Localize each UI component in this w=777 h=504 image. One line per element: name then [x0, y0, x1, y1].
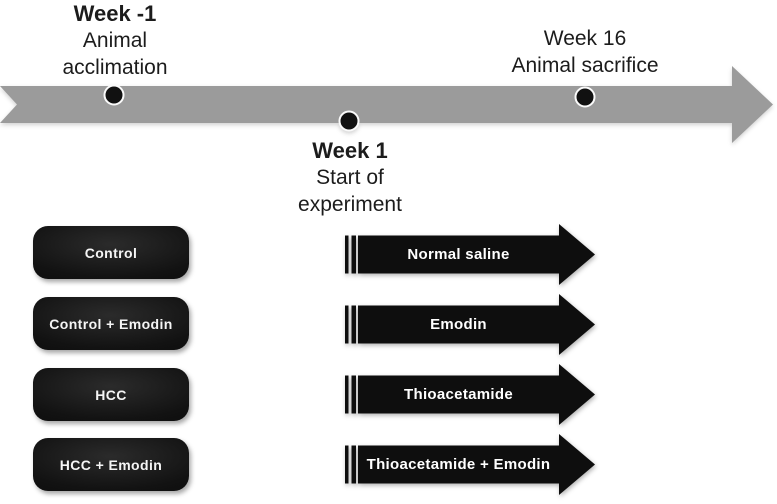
- arrow-stripe-1: [345, 445, 349, 484]
- treatment-arrow-normal-saline: Normal saline: [345, 224, 595, 285]
- milestone-week-1-desc-line1: Start of: [316, 166, 384, 189]
- group-box-hcc-emodin: HCC + Emodin: [33, 438, 189, 491]
- timeline-dot-week-1: [338, 110, 360, 132]
- treatment-arrow-thioacetamide: Thioacetamide: [345, 364, 595, 425]
- striped-right-arrow-icon: [345, 364, 595, 425]
- group-box-hcc-emodin-label: HCC + Emodin: [59, 456, 163, 473]
- group-box-control-emodin-label: Control + Emodin: [49, 315, 173, 332]
- striped-right-arrow-icon: [345, 434, 595, 495]
- milestone-week-minus1-title: Week -1: [73, 1, 157, 26]
- milestone-week-minus1-desc-line1: Animal: [82, 29, 148, 52]
- milestone-week-minus1-desc-line2: acclimation: [62, 56, 168, 79]
- milestone-week-1: Week 1 Start of experiment: [259, 137, 441, 218]
- treatment-arrow-emodin-label: Emodin: [430, 316, 487, 333]
- arrow-stripe-2: [351, 235, 356, 274]
- timeline-arrow: [0, 66, 773, 143]
- timeline-bar-shape: [0, 66, 773, 143]
- group-box-control: Control: [33, 226, 189, 279]
- striped-right-arrow-icon: [345, 294, 595, 355]
- treatment-arrow-emodin: Emodin: [345, 294, 595, 355]
- arrow-body: [358, 224, 595, 285]
- arrow-stripe-1: [345, 235, 349, 274]
- arrow-stripe-1: [345, 375, 349, 414]
- treatment-arrow-thioacetamide-emodin: Thioacetamide + Emodin: [345, 434, 595, 495]
- timeline-dot-week-16: [574, 86, 596, 108]
- milestone-week-16-title: Week 16: [543, 27, 627, 50]
- treatment-arrow-thioacetamide-label: Thioacetamide: [404, 386, 513, 403]
- milestone-week-1-title: Week 1: [312, 138, 388, 163]
- treatment-arrow-normal-saline-label: Normal saline: [407, 246, 510, 263]
- arrow-stripe-1: [345, 305, 349, 344]
- arrow-stripe-2: [351, 375, 356, 414]
- striped-right-arrow-icon: [345, 224, 595, 285]
- milestone-week-16-desc-line1: Animal sacrifice: [511, 54, 659, 77]
- arrow-body: [358, 364, 595, 425]
- group-box-hcc: HCC: [33, 368, 189, 421]
- group-box-control-label: Control: [84, 244, 138, 261]
- arrow-body: [358, 294, 595, 355]
- milestone-week-minus1: Week -1 Animal acclimation: [24, 0, 206, 81]
- group-box-hcc-label: HCC: [95, 386, 127, 403]
- milestone-week-1-desc-line2: experiment: [298, 193, 402, 216]
- treatment-arrow-thioacetamide-emodin-label: Thioacetamide + Emodin: [366, 456, 551, 473]
- group-box-control-emodin: Control + Emodin: [33, 297, 189, 350]
- arrow-stripe-2: [351, 445, 356, 484]
- timeline-dot-week-minus1: [103, 84, 125, 106]
- milestone-week-16: Week 16 Animal sacrifice: [470, 25, 700, 79]
- arrow-body: [358, 434, 595, 495]
- arrow-stripe-2: [351, 305, 356, 344]
